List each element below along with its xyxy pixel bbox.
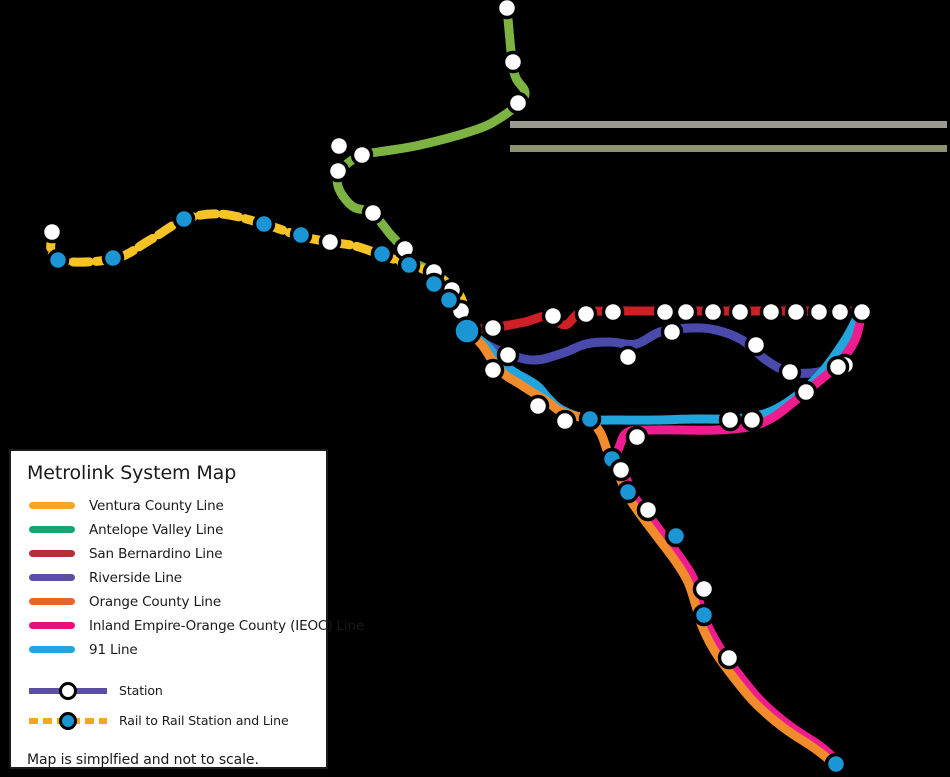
legend-label-line91: 91 Line <box>89 641 138 658</box>
station-marker[interactable] <box>616 345 640 369</box>
station-marker[interactable] <box>326 159 350 183</box>
legend-label-orange: Orange County Line <box>89 593 221 610</box>
rail-to-rail-station-marker[interactable] <box>370 242 394 266</box>
station-marker[interactable] <box>717 646 741 670</box>
station-marker[interactable] <box>541 304 565 328</box>
station-circle-icon <box>27 679 109 703</box>
station-marker[interactable] <box>609 458 633 482</box>
station-marker[interactable] <box>744 333 768 357</box>
legend-symbol-circle <box>59 681 77 700</box>
hub-station-marker[interactable] <box>452 316 482 346</box>
legend-row-riverside[interactable]: Riverside Line <box>25 566 314 590</box>
station-marker[interactable] <box>501 50 525 74</box>
station-marker[interactable] <box>794 380 818 404</box>
legend-color-swatch-sanbern <box>29 550 75 558</box>
station-marker[interactable] <box>828 300 852 324</box>
station-marker[interactable] <box>506 91 530 115</box>
station-marker[interactable] <box>784 300 808 324</box>
legend-color-swatch-ieoc <box>29 622 75 630</box>
rail-to-rail-station-marker[interactable] <box>664 524 688 548</box>
station-marker[interactable] <box>692 577 716 601</box>
legend-symbol-row-rail-to-rail[interactable]: Rail to Rail Station and Line <box>25 706 314 736</box>
legend-symbol-label-rail-to-rail: Rail to Rail Station and Line <box>119 713 289 729</box>
rail-to-rail-station-marker[interactable] <box>289 223 313 247</box>
station-marker[interactable] <box>850 300 874 324</box>
station-marker[interactable] <box>759 300 783 324</box>
station-marker[interactable] <box>625 425 649 449</box>
station-marker[interactable] <box>553 409 577 433</box>
legend-title: Metrolink System Map <box>27 462 237 484</box>
route-line-orange[interactable] <box>462 325 837 767</box>
station-marker[interactable] <box>40 220 64 244</box>
legend-color-swatch-antelope <box>29 526 75 534</box>
station-marker[interactable] <box>740 408 764 432</box>
legend-symbol-label-station: Station <box>119 683 163 699</box>
legend-row-orange[interactable]: Orange County Line <box>25 590 314 614</box>
station-marker[interactable] <box>636 498 660 522</box>
legend-symbol-row-station[interactable]: Station <box>25 676 314 706</box>
rail-to-rail-circle-icon <box>27 709 109 733</box>
rail-to-rail-station-marker[interactable] <box>397 253 421 277</box>
legend-label-ieoc: Inland Empire-Orange County (IEOC) Line <box>89 617 365 634</box>
station-marker[interactable] <box>728 300 752 324</box>
legend-symbol-circle <box>59 711 77 730</box>
station-marker[interactable] <box>674 300 698 324</box>
legend-color-swatch-orange <box>29 598 75 606</box>
legend-color-swatch-riverside <box>29 574 75 582</box>
route-line-riverside[interactable] <box>462 323 850 378</box>
legend-label-sanbern: San Bernardino Line <box>89 545 223 562</box>
rail-to-rail-station-marker[interactable] <box>101 246 125 270</box>
rail-to-rail-station-marker[interactable] <box>824 752 848 776</box>
station-marker[interactable] <box>701 300 725 324</box>
station-marker[interactable] <box>718 408 742 432</box>
rail-to-rail-station-marker[interactable] <box>252 212 276 236</box>
decor-bars-group <box>510 121 947 152</box>
legend-row-ieoc[interactable]: Inland Empire-Orange County (IEOC) Line <box>25 614 364 638</box>
station-marker[interactable] <box>660 320 684 344</box>
station-marker[interactable] <box>826 355 850 379</box>
legend-color-swatch-line91 <box>29 646 75 654</box>
station-marker[interactable] <box>653 300 677 324</box>
station-marker[interactable] <box>601 300 625 324</box>
station-marker[interactable] <box>496 343 520 367</box>
rail-to-rail-station-marker[interactable] <box>578 407 602 431</box>
rail-to-rail-station-marker[interactable] <box>437 288 461 312</box>
station-marker[interactable] <box>318 230 342 254</box>
station-marker[interactable] <box>807 300 831 324</box>
rail-to-rail-station-marker[interactable] <box>172 207 196 231</box>
legend-row-ventura[interactable]: Ventura County Line <box>25 494 314 518</box>
decor-bar <box>510 121 947 128</box>
station-marker[interactable] <box>778 360 802 384</box>
station-marker[interactable] <box>350 143 374 167</box>
legend-color-swatch-ventura <box>29 502 75 510</box>
station-marker[interactable] <box>481 316 505 340</box>
rail-to-rail-station-marker[interactable] <box>46 248 70 272</box>
station-marker[interactable] <box>574 302 598 326</box>
legend-label-ventura: Ventura County Line <box>89 497 224 514</box>
legend-row-line91[interactable]: 91 Line <box>25 638 314 662</box>
map-legend-panel: Metrolink System Map Ventura County Line… <box>9 449 364 769</box>
legend-label-antelope: Antelope Valley Line <box>89 521 224 538</box>
rail-to-rail-station-marker[interactable] <box>422 272 446 296</box>
legend-note: Map is simplfied and not to scale. <box>27 751 259 768</box>
station-marker[interactable] <box>526 394 550 418</box>
legend-row-antelope[interactable]: Antelope Valley Line <box>25 518 314 542</box>
legend-label-riverside: Riverside Line <box>89 569 182 586</box>
decor-bar <box>510 145 947 152</box>
station-marker[interactable] <box>361 201 385 225</box>
station-marker[interactable] <box>481 358 505 382</box>
rail-to-rail-station-marker[interactable] <box>692 603 716 627</box>
station-marker[interactable] <box>327 134 351 158</box>
rail-to-rail-station-marker[interactable] <box>616 480 640 504</box>
station-markers-group[interactable] <box>40 0 874 776</box>
station-marker[interactable] <box>495 0 519 20</box>
legend-row-sanbern[interactable]: San Bernardino Line <box>25 542 314 566</box>
